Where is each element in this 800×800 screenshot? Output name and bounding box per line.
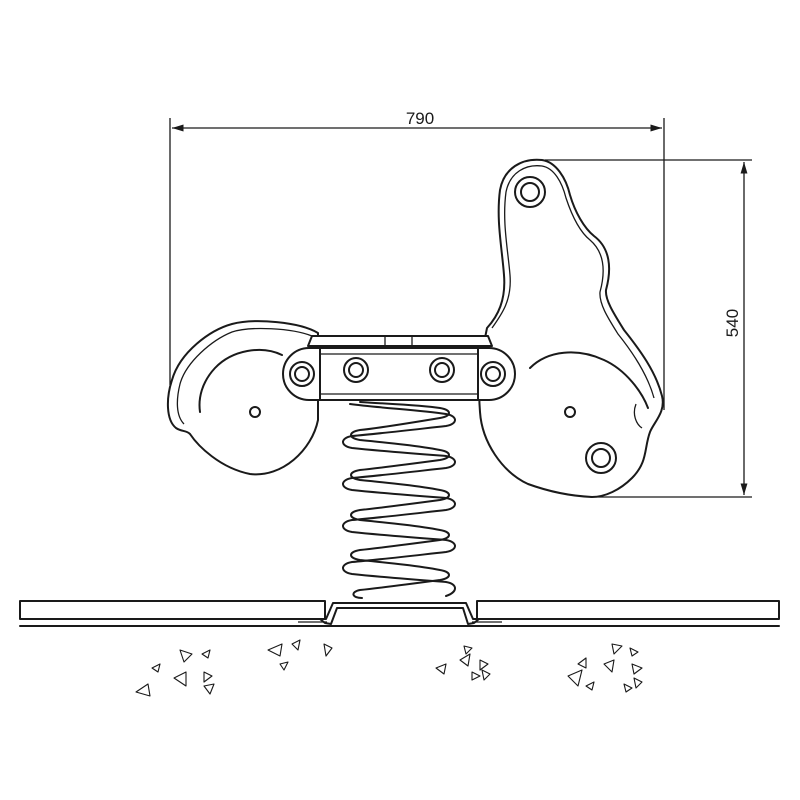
seat-plate [307, 335, 493, 347]
ground-slab-left [19, 600, 326, 620]
height-dimension-label: 540 [723, 309, 742, 337]
rider-front-body [478, 158, 664, 498]
handle-bolt-top [514, 176, 546, 208]
spring-base-plate [319, 602, 480, 625]
bracket-bolt-4 [480, 361, 506, 387]
front-body-outline [478, 158, 664, 498]
footrest-bolt [585, 442, 617, 474]
bracket-bolt-3 [429, 357, 455, 383]
spring-coil [342, 399, 456, 599]
rear-axle-hole [249, 406, 261, 418]
bracket-bolt-1 [289, 361, 315, 387]
height-dimension: 540 [545, 159, 752, 498]
rider-rear-body [166, 320, 319, 476]
rear-body-outline [166, 320, 319, 476]
width-dimension: 790 [169, 109, 665, 410]
width-dimension-label: 790 [406, 109, 434, 128]
bracket-bolt-2 [343, 357, 369, 383]
rear-wheel-arc [198, 348, 283, 413]
gravel-pattern [135, 639, 643, 697]
seat-assembly [282, 335, 516, 401]
ground-slab-right [476, 600, 780, 620]
front-wheel-arc [529, 351, 649, 409]
ground-slab [19, 600, 780, 627]
front-axle-hole [564, 406, 576, 418]
